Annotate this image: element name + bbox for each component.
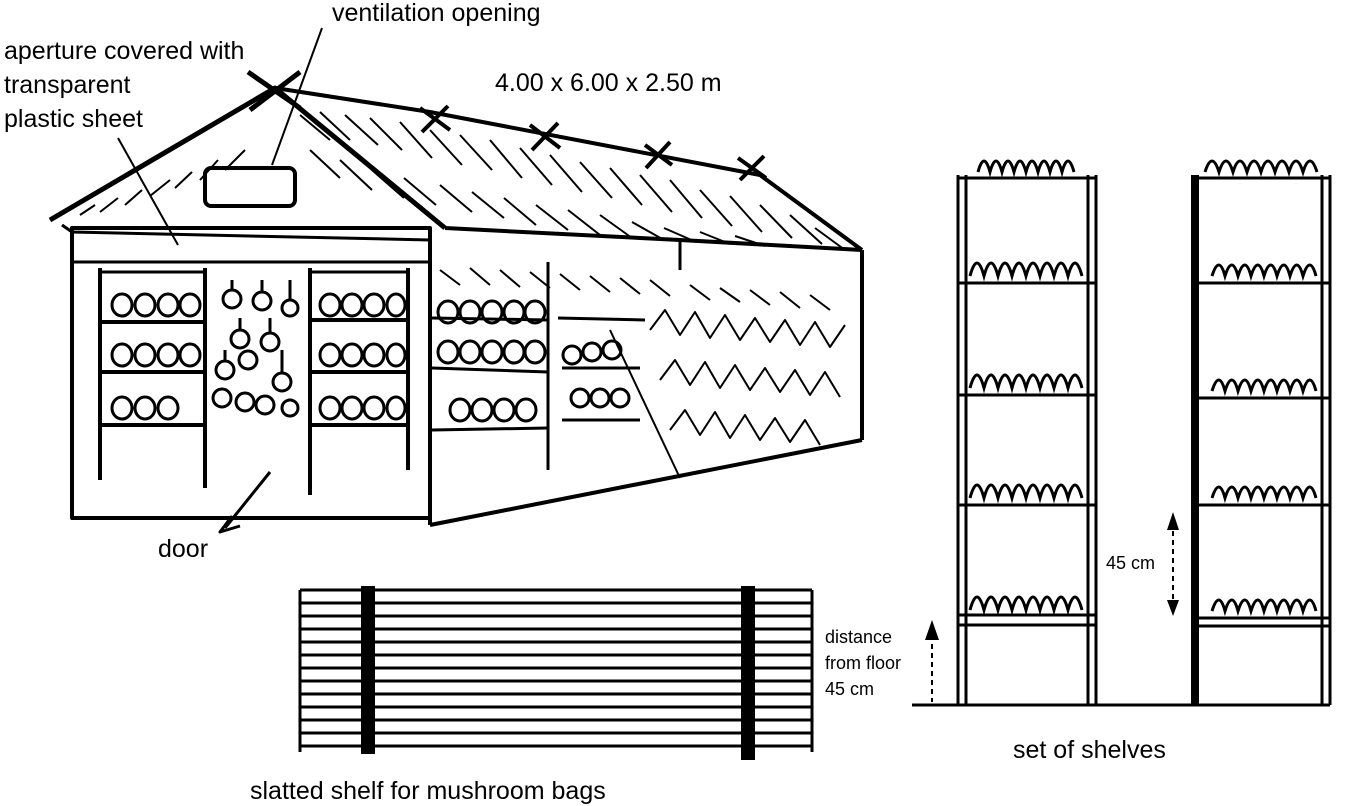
door-label: door bbox=[158, 535, 209, 563]
floor-distance-line-2: from floor bbox=[825, 653, 902, 673]
shelves-drawing bbox=[912, 159, 1332, 707]
aperture-label-line-2: transparent bbox=[4, 71, 131, 99]
floor-distance-line-3: 45 cm bbox=[825, 679, 875, 699]
dimensions-label: 4.00 x 6.00 x 2.50 m bbox=[495, 69, 722, 97]
ventilation-opening-label: ventilation opening bbox=[332, 0, 541, 27]
aperture-label-line-3: plastic sheet bbox=[4, 105, 143, 133]
slatted-shelf-drawing bbox=[298, 586, 814, 760]
mushroom-house-drawing bbox=[48, 27, 864, 534]
slatted-shelf-caption: slatted shelf for mushroom bags bbox=[250, 777, 606, 805]
shelf-spacing-label: 45 cm bbox=[1106, 553, 1156, 573]
aperture-label-line-1: aperture covered with bbox=[4, 37, 245, 65]
floor-distance-line-1: distance bbox=[825, 627, 893, 647]
set-of-shelves-caption: set of shelves bbox=[1013, 736, 1166, 764]
